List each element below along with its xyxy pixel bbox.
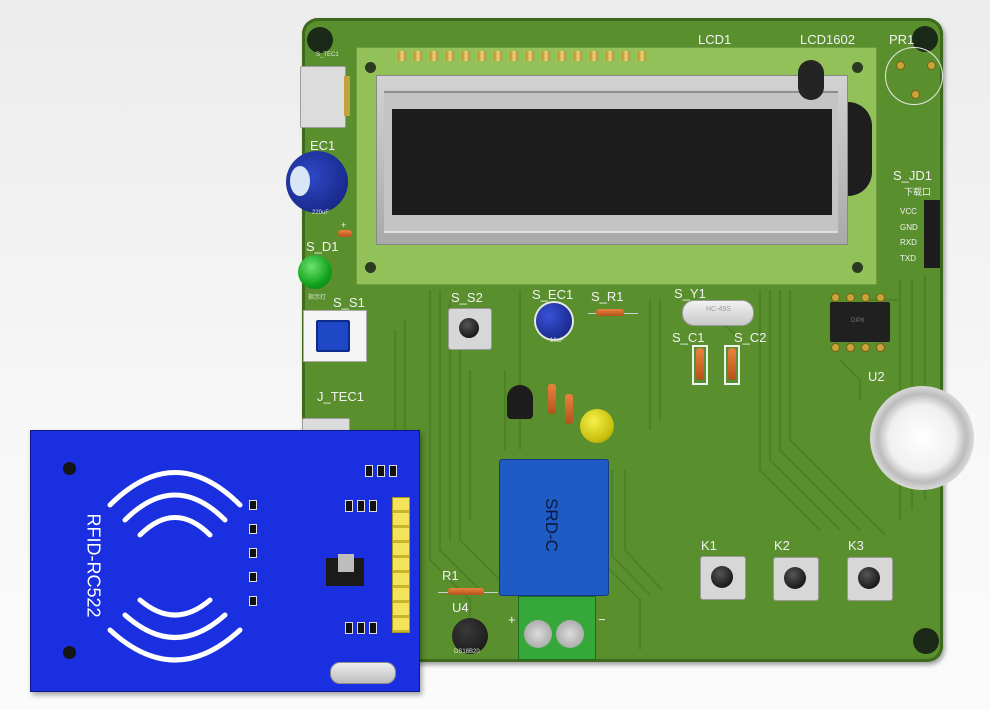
dip8-pin (847, 344, 854, 351)
lcd-mount-hole (365, 62, 376, 73)
transistor-q1 (507, 385, 533, 419)
rfid-smd-column (249, 500, 257, 620)
lcd-transistor (798, 60, 824, 100)
s-s2-button-cap[interactable] (459, 318, 479, 338)
s-d1-label: S_D1 (306, 239, 339, 254)
s-s2-label: S_S2 (451, 290, 483, 305)
r1-resistor (448, 588, 484, 595)
lcd-mount-hole (365, 262, 376, 273)
k1-label: K1 (701, 538, 717, 553)
rfid-smd-row (365, 465, 405, 477)
ec1-value-label: 220uF (312, 210, 330, 216)
k1-button-cap[interactable] (711, 566, 733, 588)
s-d1-led (298, 255, 332, 289)
s-c2-capacitor (724, 345, 740, 385)
u4-part-label: DS18B20 (454, 649, 480, 655)
terminal-screw[interactable] (556, 620, 584, 648)
s-ec1-capacitor (536, 303, 572, 339)
pr1-label: PR1 (889, 32, 915, 47)
lcd-mount-hole (852, 262, 863, 273)
s-jd1-label: S_JD1 (893, 168, 933, 183)
pin-vcc-label: VCC (900, 207, 917, 216)
r1-label: R1 (442, 568, 459, 583)
dip8-pin (877, 344, 884, 351)
pin-rxd-label: RXD (900, 238, 917, 247)
ec1-label: EC1 (310, 138, 336, 153)
k3-button-cap[interactable] (858, 567, 880, 589)
j-tec1-label: J_TEC1 (317, 389, 364, 404)
rfid-smd-row (345, 622, 385, 634)
u2-label: U2 (868, 369, 885, 384)
s-s1-switch-button[interactable] (316, 320, 350, 352)
dip8-label: DIP8 (851, 318, 865, 324)
resistor-r3 (565, 394, 573, 424)
rfid-crystal (330, 662, 396, 684)
s-tec1-usb-pins (344, 76, 350, 116)
crystal-marking: HC-49S (706, 306, 731, 313)
s-ec1-value-label: 10uF (550, 338, 564, 344)
s-c2-cap-body (728, 348, 736, 380)
k2-label: K2 (774, 538, 790, 553)
terminal-plus-label: + (508, 612, 516, 627)
s-r1-resistor (596, 309, 624, 316)
dip8-pin (832, 294, 839, 301)
s-s1-label: S_S1 (333, 295, 365, 310)
s-tec1-usb-connector[interactable] (300, 66, 346, 128)
lcd-screen (392, 109, 832, 215)
rfid-label: RFID-RC522 (83, 513, 104, 618)
pr1-pad (912, 91, 919, 98)
dip8-pin (847, 294, 854, 301)
lcd1-label: LCD1 (698, 32, 732, 47)
k2-button-cap[interactable] (784, 567, 806, 589)
rfid-smd-row (345, 500, 385, 512)
s-c1-cap-body (696, 348, 704, 380)
lcd-mount-hole (852, 62, 863, 73)
pr1-potentiometer[interactable] (885, 47, 943, 105)
u2-buzzer (870, 386, 974, 490)
u4-sensor (452, 618, 488, 654)
lcd1602-label: LCD1602 (800, 32, 855, 47)
s-jd1-header[interactable] (924, 200, 940, 268)
terminal-minus-label: − (598, 612, 606, 627)
k1-button[interactable] (700, 556, 746, 600)
s-y1-label: S_Y1 (674, 286, 706, 301)
pr1-pad (928, 62, 935, 69)
ec1-resistor (338, 230, 352, 237)
s-c1-capacitor (692, 345, 708, 385)
rfid-mount-hole (63, 646, 76, 659)
download-port-label: 下载口 (904, 187, 932, 197)
yellow-led (580, 409, 614, 443)
relay-srd-c (499, 459, 609, 596)
dip8-pin (832, 344, 839, 351)
s-r1-label: S_R1 (591, 289, 624, 304)
lcd-buzzer-shadow (848, 102, 872, 196)
ec1-capacitor-stripe (290, 166, 310, 196)
mount-hole (307, 27, 333, 53)
rfid-header[interactable] (392, 497, 410, 633)
lcd-header-pins (398, 51, 660, 67)
s-tec1-small-label: S_TEC1 (316, 52, 339, 58)
u4-label: U4 (452, 600, 469, 615)
mount-hole (913, 628, 939, 654)
ec1-plus-label: + (341, 220, 347, 230)
dip8-ic (830, 302, 890, 342)
k2-button[interactable] (773, 557, 819, 601)
pr1-pad (897, 62, 904, 69)
pin-gnd-label: GND (900, 223, 918, 232)
s-ec1-label: S_EC1 (532, 287, 574, 302)
s-c1-label: S_C1 (672, 330, 705, 345)
s-y1-crystal (682, 300, 754, 326)
power-led-label: 指示灯 (308, 295, 327, 301)
k3-label: K3 (848, 538, 864, 553)
rfid-mount-hole (63, 462, 76, 475)
rfid-chip-top (338, 554, 354, 572)
dip8-pin (862, 344, 869, 351)
dip8-pin (877, 294, 884, 301)
terminal-screw[interactable] (524, 620, 552, 648)
pin-txd-label: TXD (900, 254, 916, 263)
dip8-pin (862, 294, 869, 301)
s-c2-label: S_C2 (734, 330, 767, 345)
resistor-r2 (548, 384, 556, 414)
